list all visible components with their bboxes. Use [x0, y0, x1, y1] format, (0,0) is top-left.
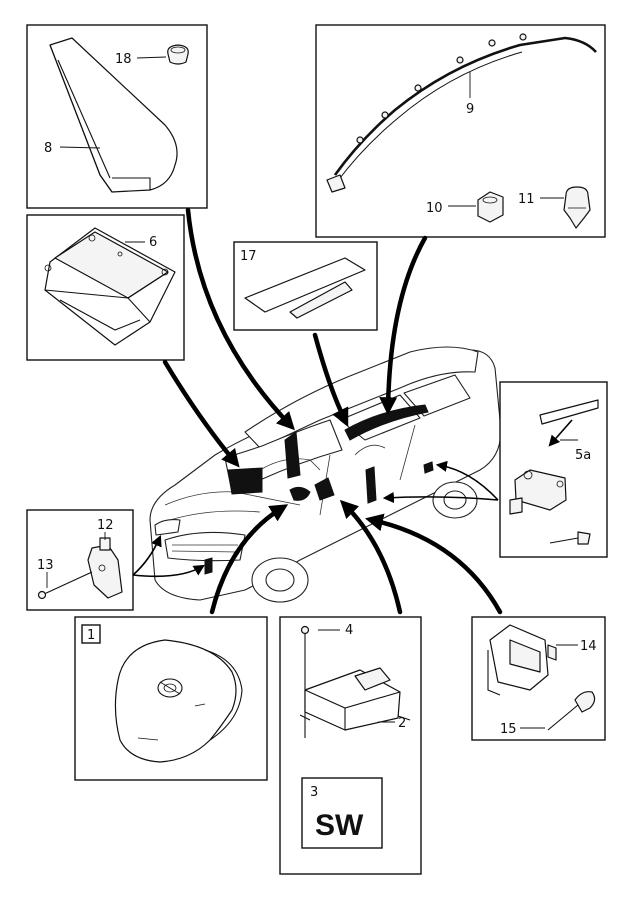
panel-part-9-10-11: 9 10 11 — [315, 24, 606, 238]
callout-11: 11 — [518, 192, 535, 207]
software-label: SW — [315, 809, 364, 842]
vehicle-illustration — [149, 346, 502, 603]
callout-3: 3 — [310, 785, 318, 800]
panel-part-2-3-4: 4 2 3 SW — [279, 616, 422, 875]
panel-part-5a: 5a — [499, 381, 608, 558]
callout-12: 12 — [97, 518, 114, 533]
panel-part-8-18: 18 8 — [26, 24, 208, 209]
panel-part-1: 1 — [74, 616, 268, 781]
panel-part-12-13: 12 13 — [26, 509, 134, 611]
callout-10: 10 — [426, 201, 443, 216]
callout-15: 15 — [500, 722, 517, 737]
callout-13: 13 — [37, 558, 54, 573]
callout-6: 6 — [149, 235, 157, 250]
panel-part-17: 17 — [233, 241, 378, 331]
pointer-arrows — [132, 207, 503, 615]
callout-5a: 5a — [575, 448, 591, 463]
callout-14: 14 — [580, 639, 597, 654]
callout-17: 17 — [240, 249, 257, 264]
panel-part-14-15: 14 15 — [471, 616, 606, 741]
callout-4: 4 — [345, 623, 353, 638]
callout-18: 18 — [115, 52, 132, 67]
callout-8: 8 — [44, 141, 52, 156]
panel-part-6: 6 — [26, 214, 185, 361]
callout-2: 2 — [398, 716, 406, 731]
callout-9: 9 — [466, 102, 474, 117]
callout-1: 1 — [87, 628, 95, 643]
